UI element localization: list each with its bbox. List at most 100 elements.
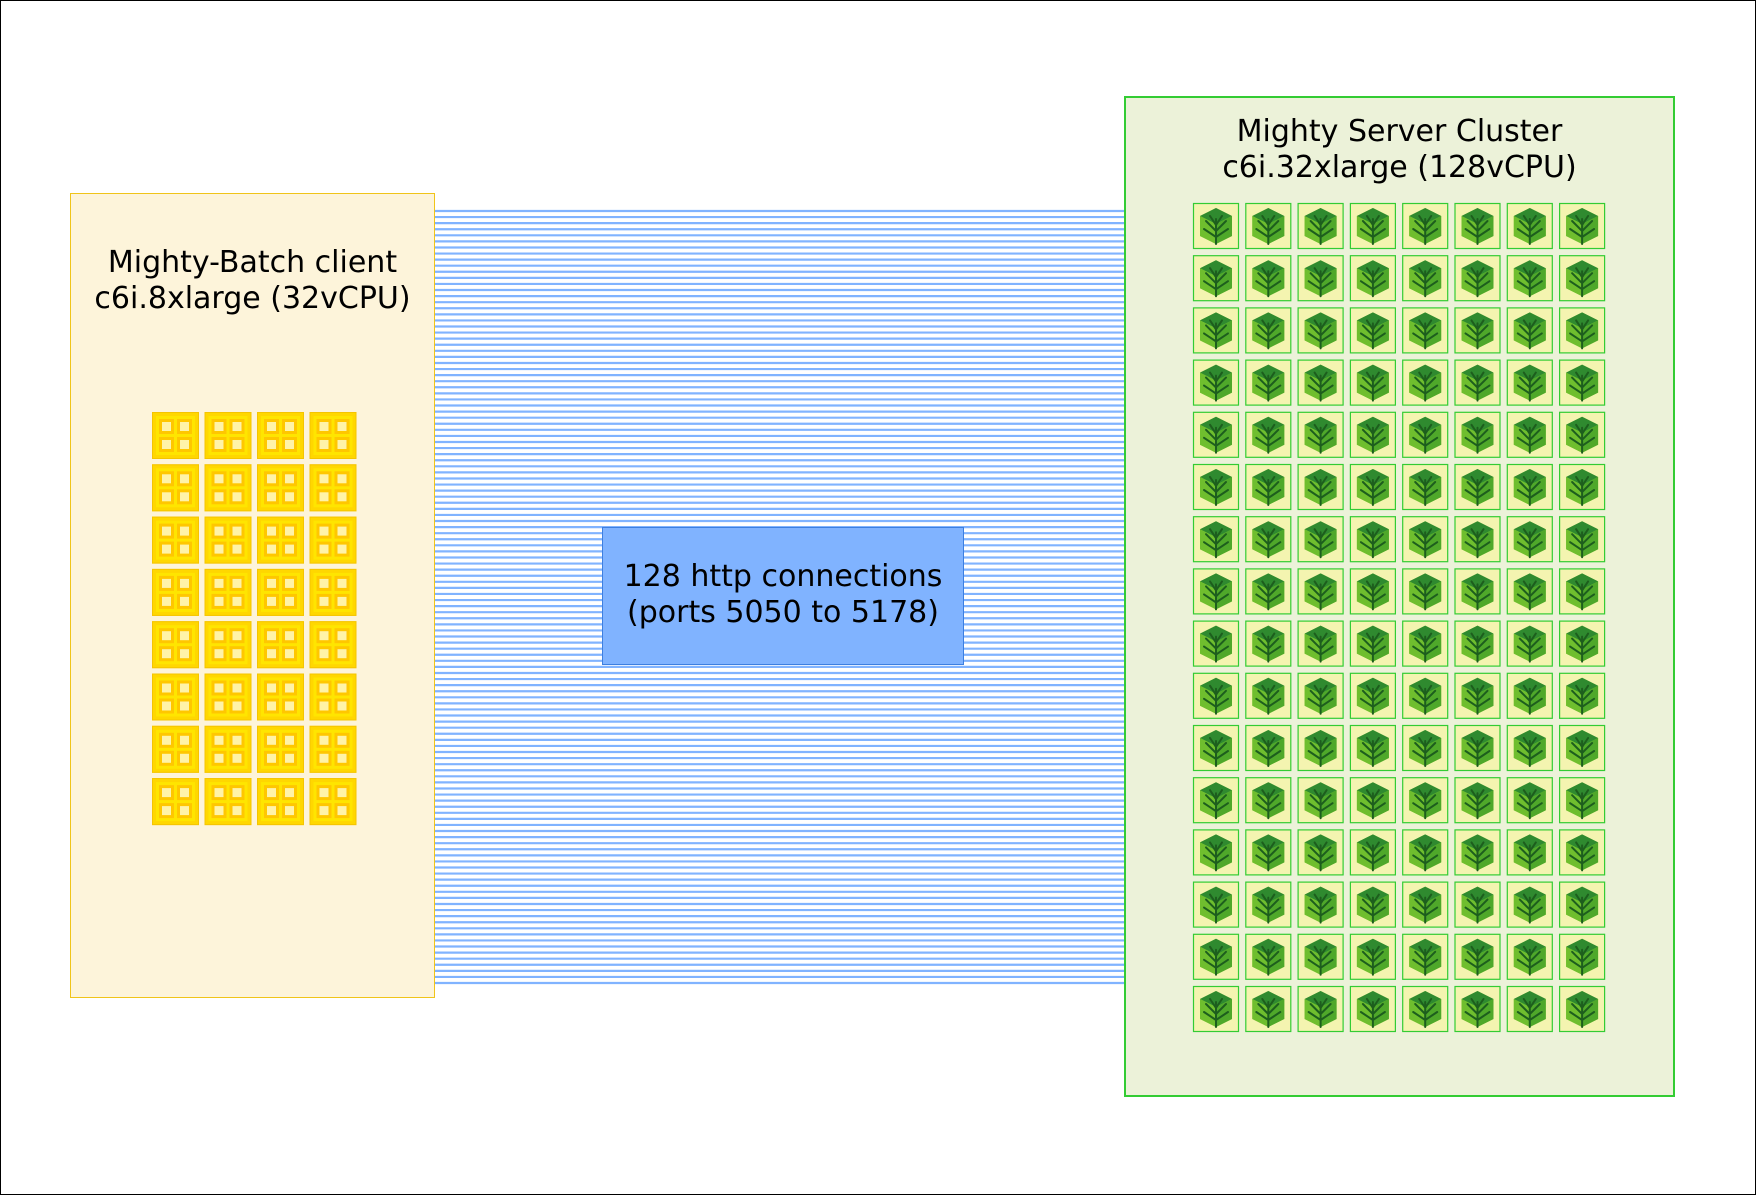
mighty-tree-icon — [1454, 411, 1501, 458]
mighty-tree-icon — [1297, 881, 1344, 928]
mighty-tree-icon — [1558, 202, 1606, 250]
server-title: Mighty Server Cluster c6i.32xlarge (128v… — [1124, 114, 1675, 186]
mighty-tree-icon — [1402, 620, 1449, 667]
mighty-tree-icon — [1192, 985, 1240, 1033]
mighty-tree-icon — [1192, 307, 1240, 354]
mighty-tree-icon — [1402, 881, 1449, 928]
mighty-tree-icon — [1297, 724, 1344, 772]
cpu-core-icon — [309, 516, 357, 564]
mighty-tree-icon — [1558, 516, 1606, 563]
cpu-core-icon — [257, 412, 304, 459]
mighty-tree-icon — [1506, 620, 1553, 667]
client-title: Mighty-Batch client c6i.8xlarge (32vCPU) — [70, 245, 435, 317]
mighty-tree-icon — [1349, 516, 1397, 563]
mighty-tree-icon — [1192, 255, 1240, 302]
mighty-tree-icon — [1245, 777, 1292, 824]
client-node — [70, 193, 435, 998]
mighty-tree-icon — [1558, 620, 1606, 667]
mighty-tree-icon — [1192, 359, 1240, 406]
mighty-tree-icon — [1245, 516, 1292, 563]
cpu-core-icon — [152, 412, 199, 459]
mighty-tree-icon — [1558, 411, 1606, 458]
mighty-tree-icon — [1558, 933, 1606, 980]
mighty-tree-icon — [1245, 724, 1292, 772]
mighty-tree-icon — [1297, 255, 1344, 302]
mighty-tree-icon — [1506, 829, 1553, 876]
mighty-tree-icon — [1506, 359, 1553, 406]
cpu-core-icon — [204, 725, 252, 773]
cpu-core-icon — [257, 568, 304, 616]
mighty-tree-icon — [1558, 463, 1606, 511]
mighty-tree-icon — [1402, 829, 1449, 876]
cpu-core-icon — [257, 673, 304, 721]
cpu-core-icon — [204, 778, 252, 826]
mighty-tree-icon — [1297, 463, 1344, 511]
connections-label-box — [602, 527, 964, 665]
mighty-tree-icon — [1349, 202, 1397, 250]
mighty-tree-icon — [1506, 777, 1553, 824]
cpu-core-icon — [204, 464, 252, 512]
cpu-core-icon — [204, 568, 252, 616]
mighty-tree-icon — [1349, 672, 1397, 719]
mighty-tree-icon — [1192, 463, 1240, 511]
mighty-tree-icon — [1349, 568, 1397, 615]
cpu-core-icon — [152, 568, 199, 616]
cpu-core-icon — [152, 673, 199, 721]
cpu-core-icon — [257, 725, 304, 773]
mighty-tree-icon — [1402, 933, 1449, 980]
mighty-tree-icon — [1454, 829, 1501, 876]
mighty-tree-icon — [1297, 672, 1344, 719]
mighty-tree-icon — [1454, 933, 1501, 980]
mighty-tree-icon — [1349, 411, 1397, 458]
mighty-tree-icon — [1349, 307, 1397, 354]
server-instance-type: c6i.32xlarge (128vCPU) — [1222, 150, 1577, 185]
mighty-tree-icon — [1454, 724, 1501, 772]
mighty-tree-icon — [1558, 672, 1606, 719]
cpu-core-icon — [257, 464, 304, 512]
mighty-tree-icon — [1192, 672, 1240, 719]
mighty-tree-icon — [1245, 411, 1292, 458]
cpu-core-icon — [309, 568, 357, 616]
cpu-core-icon — [257, 621, 304, 669]
cpu-core-icon — [152, 621, 199, 669]
mighty-tree-icon — [1506, 933, 1553, 980]
mighty-tree-icon — [1192, 411, 1240, 458]
mighty-tree-icon — [1558, 255, 1606, 302]
mighty-tree-icon — [1558, 829, 1606, 876]
cpu-core-icon — [152, 725, 199, 773]
mighty-tree-icon — [1402, 411, 1449, 458]
mighty-tree-icon — [1245, 202, 1292, 250]
mighty-tree-icon — [1192, 933, 1240, 980]
mighty-tree-icon — [1402, 307, 1449, 354]
mighty-tree-icon — [1192, 568, 1240, 615]
mighty-tree-icon — [1454, 255, 1501, 302]
cpu-core-icon — [309, 412, 357, 459]
mighty-tree-icon — [1454, 202, 1501, 250]
mighty-tree-icon — [1454, 568, 1501, 615]
mighty-tree-icon — [1454, 463, 1501, 511]
mighty-tree-icon — [1506, 881, 1553, 928]
mighty-tree-icon — [1192, 829, 1240, 876]
mighty-tree-icon — [1297, 985, 1344, 1033]
mighty-tree-icon — [1558, 724, 1606, 772]
cpu-core-icon — [204, 516, 252, 564]
mighty-tree-icon — [1297, 568, 1344, 615]
mighty-tree-icon — [1349, 359, 1397, 406]
mighty-tree-icon — [1454, 620, 1501, 667]
mighty-tree-icon — [1402, 777, 1449, 824]
mighty-tree-icon — [1297, 202, 1344, 250]
mighty-tree-icon — [1297, 933, 1344, 980]
client-name: Mighty-Batch client — [107, 245, 398, 280]
mighty-tree-icon — [1506, 568, 1553, 615]
mighty-tree-icon — [1349, 881, 1397, 928]
cpu-core-icon — [309, 621, 357, 669]
mighty-tree-icon — [1349, 620, 1397, 667]
mighty-tree-icon — [1192, 777, 1240, 824]
mighty-tree-icon — [1454, 985, 1501, 1033]
cpu-core-icon — [257, 516, 304, 564]
mighty-tree-icon — [1506, 724, 1553, 772]
mighty-tree-icon — [1297, 411, 1344, 458]
mighty-tree-icon — [1192, 881, 1240, 928]
mighty-tree-icon — [1192, 516, 1240, 563]
mighty-tree-icon — [1558, 307, 1606, 354]
